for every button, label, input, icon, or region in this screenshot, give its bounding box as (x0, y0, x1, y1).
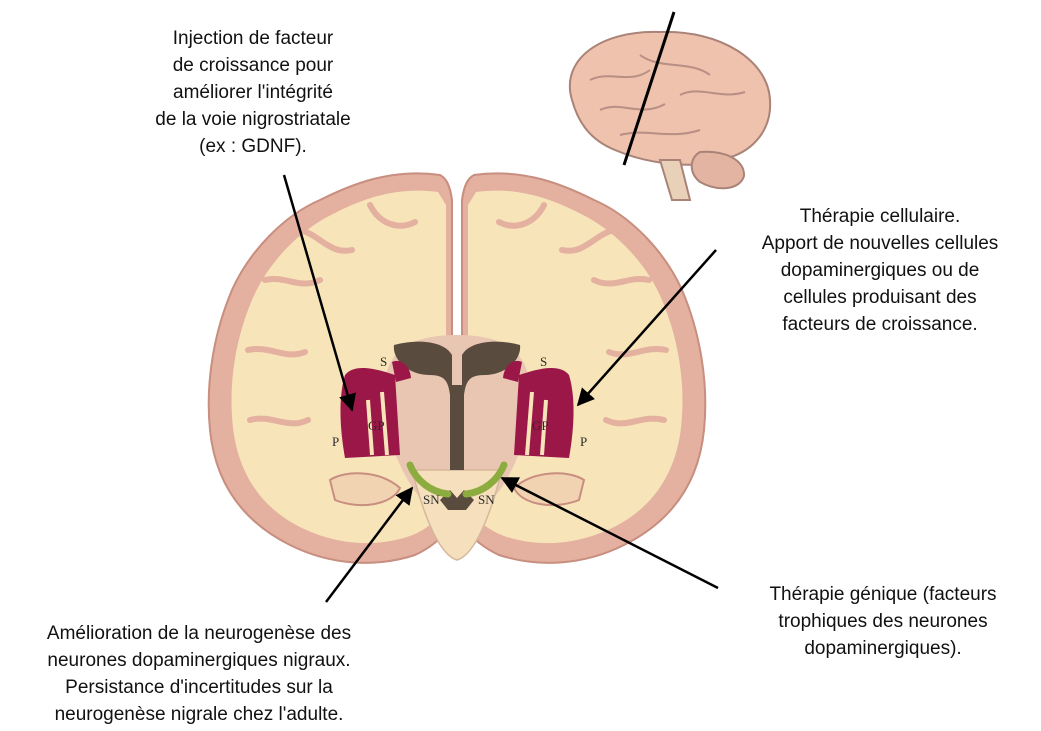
lateral-brain-icon (570, 12, 770, 200)
annotation-line: Persistance d'incertitudes sur la (4, 674, 394, 701)
annotation-line: neurones dopaminergiques nigraux. (4, 647, 394, 674)
annotation-line: cellules produisant des (730, 284, 1030, 311)
annotation-cell-therapy: Thérapie cellulaire. Apport de nouvelles… (730, 203, 1030, 338)
annotation-line: trophiques des neurones (733, 608, 1033, 635)
label-striatum-left: S (380, 354, 387, 369)
annotation-growth-factor: Injection de facteur de croissance pour … (118, 25, 388, 160)
annotation-line: Injection de facteur (118, 25, 388, 52)
annotation-gene-therapy: Thérapie génique (facteurs trophiques de… (733, 581, 1033, 662)
label-gp-right: GP (532, 418, 549, 433)
label-putamen-right: P (580, 434, 587, 449)
annotation-line: Amélioration de la neurogenèse des (4, 620, 394, 647)
coronal-section (209, 173, 706, 562)
annotation-line: facteurs de croissance. (730, 311, 1030, 338)
label-sn-right: SN (478, 492, 495, 507)
label-putamen-left: P (332, 434, 339, 449)
annotation-neurogenesis: Amélioration de la neurogenèse des neuro… (4, 620, 394, 728)
annotation-line: de croissance pour (118, 52, 388, 79)
annotation-line: (ex : GDNF). (118, 133, 388, 160)
annotation-line: dopaminergiques ou de (730, 257, 1030, 284)
annotation-line: Thérapie cellulaire. (730, 203, 1030, 230)
annotation-line: améliorer l'intégrité (118, 79, 388, 106)
label-striatum-right: S (540, 354, 547, 369)
annotation-line: dopaminergiques). (733, 635, 1033, 662)
annotation-line: de la voie nigrostriatale (118, 106, 388, 133)
annotation-line: Thérapie génique (facteurs (733, 581, 1033, 608)
annotation-line: Apport de nouvelles cellules (730, 230, 1030, 257)
label-sn-left: SN (423, 492, 440, 507)
annotation-line: neurogenèse nigrale chez l'adulte. (4, 701, 394, 728)
label-gp-left: GP (368, 418, 385, 433)
